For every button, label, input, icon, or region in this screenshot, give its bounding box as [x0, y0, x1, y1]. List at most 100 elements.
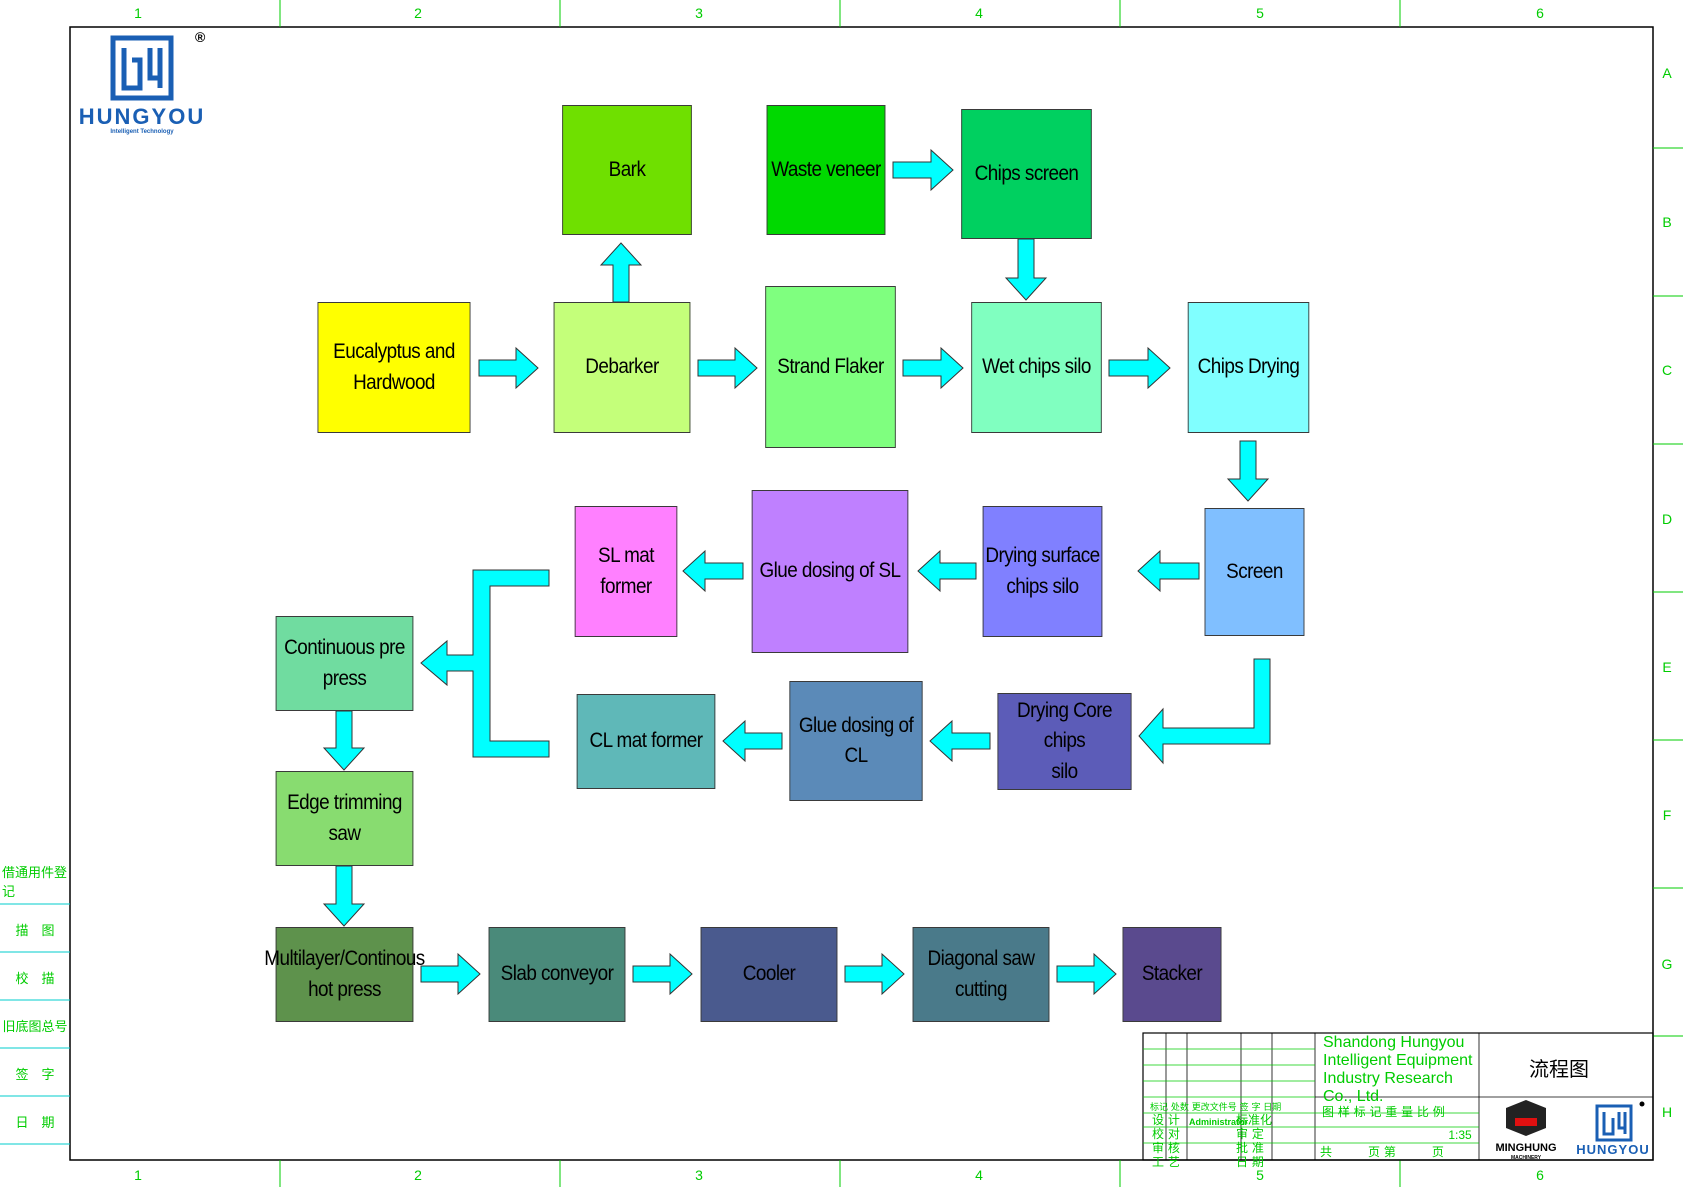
process-box-label: Eucalyptus and Hardwood	[333, 340, 455, 394]
minghung-sub: MACHINERY	[1511, 1155, 1542, 1161]
process-box-label: Drying Core chips silo	[1017, 698, 1112, 783]
process-box-bark: Bark	[562, 105, 692, 235]
flow-arrow-right	[844, 952, 905, 996]
process-box-glue-sl: Glue dosing of SL	[751, 490, 909, 653]
approval-label: 审 定	[1236, 1126, 1264, 1141]
process-box-label: Slab conveyor	[500, 962, 614, 986]
process-box-label: Stacker	[1141, 962, 1203, 986]
grid-column-label: 4	[975, 5, 983, 21]
flow-arrow-left	[929, 719, 991, 763]
process-box-hot-press: Multilayer/Continous hot press	[264, 927, 425, 1022]
drawing-title: 流程图	[1529, 1057, 1589, 1081]
process-box-label: Debarker	[585, 355, 659, 379]
process-box-label: Bark	[608, 157, 646, 181]
grid-column-label: 5	[1256, 1167, 1264, 1183]
hungyou-logo-small	[1595, 1101, 1645, 1142]
process-box-label: Glue dosing of CL	[798, 713, 914, 767]
process-box-label: Screen	[1226, 559, 1283, 583]
grid-row-label: D	[1662, 511, 1672, 527]
process-box-continuous-pre-press: Continuous pre press	[275, 616, 414, 711]
process-box-label: Strand Flaker	[777, 354, 884, 378]
revision-headers: 标记 处数 更改文件号 签 字 日期	[1150, 1101, 1281, 1113]
grid-column-label: 5	[1256, 5, 1264, 21]
grid-column-label: 4	[975, 1167, 983, 1183]
grid-column-label: 3	[695, 5, 703, 21]
process-box-label: Diagonal saw cutting	[927, 947, 1036, 1001]
process-box-label: Glue dosing of SL	[759, 559, 901, 583]
process-box-slab-conveyor: Slab conveyor	[488, 927, 626, 1022]
side-label: 校 描	[15, 971, 55, 987]
company-name-line: Shandong Hungyou	[1323, 1034, 1464, 1051]
approval-label: 日 期	[1236, 1155, 1264, 1169]
logo-tagline: Intelligent Technology	[110, 129, 174, 135]
minghung-logo	[1506, 1100, 1546, 1136]
signature-label: 工 艺	[1152, 1155, 1180, 1169]
process-box-cl-mat-former: CL mat former	[576, 694, 716, 789]
process-box-label: Multilayer/Continous hot press	[264, 947, 425, 1001]
registered-mark: ®	[195, 29, 206, 45]
grid-row-label: C	[1662, 362, 1672, 378]
flow-arrow-right	[892, 148, 954, 192]
grid-row-label: B	[1662, 214, 1671, 230]
process-box-label: Wet chips silo	[982, 355, 1091, 379]
flow-arrow-right	[632, 952, 693, 996]
flow-arrow-right	[697, 346, 758, 390]
flow-arrow-bent-screen-to-core	[1138, 658, 1271, 765]
process-box-chips-screen: Chips screen	[961, 109, 1092, 239]
flow-arrow-down	[322, 865, 366, 927]
grid-column-label: 2	[414, 1167, 422, 1183]
hungyou-brand-small: HUNGYOU	[1576, 1142, 1649, 1157]
side-label: 旧底图总号	[2, 1019, 68, 1035]
process-box-chips-drying: Chips Drying	[1187, 302, 1310, 433]
process-box-label: CL mat former	[589, 729, 703, 753]
flow-arrow-right	[1056, 952, 1117, 996]
flow-arrow-left	[1137, 549, 1200, 593]
signature-label: 校 对	[1152, 1126, 1180, 1141]
side-label: 借通用件登记	[2, 866, 68, 900]
approval-label: 批 准	[1236, 1140, 1264, 1155]
process-box-label: Edge trimming saw	[287, 791, 402, 845]
inner-frame	[69, 26, 1654, 1161]
flow-arrow-right	[478, 346, 539, 390]
signature-label: 审 核	[1152, 1140, 1180, 1155]
grid-row-label: F	[1663, 807, 1672, 823]
process-box-glue-cl: Glue dosing of CL	[789, 681, 923, 801]
approval-label: 标准化	[1236, 1113, 1272, 1127]
designer-name: Administrator	[1189, 1117, 1249, 1127]
sheet-count: 共 页 第 页	[1320, 1145, 1444, 1159]
process-box-label: Waste veneer	[771, 157, 881, 181]
process-box-edge-trimming: Edge trimming saw	[275, 771, 414, 866]
flow-arrow-up	[599, 242, 643, 303]
process-box-label: Chips Drying	[1197, 355, 1300, 379]
side-label: 描 图	[15, 923, 55, 939]
process-box-strand-flaker: Strand Flaker	[765, 286, 896, 448]
grid-column-label: 1	[134, 5, 142, 21]
grid-column-label: 6	[1536, 1167, 1544, 1183]
flow-arrow-left	[917, 549, 977, 593]
process-box-drying-core: Drying Core chips silo	[997, 693, 1132, 790]
minghung-brand: MINGHUNG	[1495, 1142, 1556, 1154]
grid-column-label: 3	[695, 1167, 703, 1183]
drawing-scale: 1:35	[1448, 1128, 1472, 1142]
grid-row-label: G	[1662, 956, 1673, 972]
process-box-diagonal-saw: Diagonal saw cutting	[912, 927, 1050, 1022]
flow-arrow-down	[1226, 440, 1270, 502]
process-box-label: Cooler	[742, 962, 796, 986]
side-label: 日 期	[15, 1115, 55, 1131]
process-box-wet-chips-silo: Wet chips silo	[971, 302, 1102, 433]
flow-arrow-right	[1108, 346, 1171, 390]
process-box-label: Chips screen	[974, 161, 1079, 185]
grid-row-label: H	[1662, 1104, 1672, 1120]
company-name-line: Industry Research	[1323, 1070, 1453, 1087]
flow-arrow-down	[322, 710, 366, 771]
grid-row-label: E	[1662, 659, 1671, 675]
grid-column-label: 2	[414, 5, 422, 21]
signature-label: 设 计	[1152, 1113, 1180, 1127]
company-name-line: Co., Ltd.	[1323, 1088, 1383, 1105]
drawing-info-labels: 图 样 标 记 重 量 比 例	[1322, 1104, 1445, 1119]
side-label: 签 字	[15, 1067, 55, 1083]
process-box-debarker: Debarker	[553, 302, 691, 433]
